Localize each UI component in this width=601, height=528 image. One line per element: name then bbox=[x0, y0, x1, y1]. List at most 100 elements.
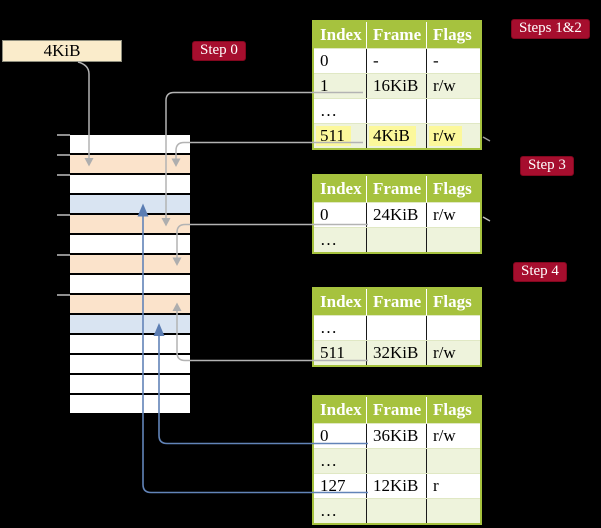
column-header-index: Index bbox=[320, 25, 362, 44]
tick-mark bbox=[57, 214, 70, 216]
highlighted-value: 511 bbox=[316, 126, 351, 146]
memory-frame-row-9 bbox=[70, 315, 190, 333]
column-header-flags: Flags bbox=[426, 22, 480, 48]
memory-frame-row-1 bbox=[70, 155, 190, 173]
table-row: 511 4KiB r/w bbox=[314, 123, 480, 148]
highlighted-value: r/w bbox=[429, 126, 462, 146]
stub-table1-entry511 bbox=[482, 136, 491, 142]
frame-size-label: 4KiB bbox=[43, 41, 81, 60]
memory-frame-row-6 bbox=[70, 255, 190, 273]
tick-mark bbox=[57, 174, 70, 176]
table-cell: 36KiB bbox=[366, 424, 426, 448]
badge-step-4: Step 4 bbox=[513, 262, 567, 282]
table-cell: r/w bbox=[426, 341, 480, 365]
tick-mark bbox=[57, 294, 70, 296]
table-cell: 127 bbox=[320, 476, 346, 495]
tick-mark bbox=[57, 134, 70, 136]
table-cell: 24KiB bbox=[366, 203, 426, 227]
badge-step-0: Step 0 bbox=[192, 41, 246, 61]
memory-frame-row-4 bbox=[70, 215, 190, 233]
table-cell: r/w bbox=[426, 74, 480, 98]
column-header-frame: Frame bbox=[366, 176, 426, 202]
badge-step-3: Step 3 bbox=[520, 156, 574, 176]
table-cell: 0 bbox=[320, 205, 329, 224]
column-header-flags: Flags bbox=[426, 397, 480, 423]
table-row: 0-- bbox=[314, 48, 480, 73]
table-row: … bbox=[314, 98, 480, 123]
column-header-index: Index bbox=[320, 292, 362, 311]
table-row: … bbox=[314, 448, 480, 473]
physical-memory-stack bbox=[70, 135, 190, 413]
memory-frame-row-10 bbox=[70, 335, 190, 353]
table-cell: 4KiB bbox=[366, 124, 426, 148]
table-cell: 511 bbox=[320, 343, 345, 362]
column-header-frame: Frame bbox=[366, 289, 426, 315]
table-cell bbox=[426, 99, 480, 123]
table-cell bbox=[366, 449, 426, 473]
memory-frame-row-13 bbox=[70, 395, 190, 413]
table-cell bbox=[426, 316, 480, 340]
table-cell: - bbox=[426, 49, 480, 73]
table-cell: 1 bbox=[320, 76, 329, 95]
memory-frame-row-8 bbox=[70, 295, 190, 313]
badge-steps-1-2: Steps 1&2 bbox=[511, 19, 590, 39]
table-cell bbox=[366, 99, 426, 123]
table-cell: r/w bbox=[426, 124, 480, 148]
table-row: … bbox=[314, 498, 480, 523]
table-cell bbox=[366, 316, 426, 340]
column-header-frame: Frame bbox=[366, 397, 426, 423]
column-header-flags: Flags bbox=[426, 176, 480, 202]
column-header-frame: Frame bbox=[366, 22, 426, 48]
column-header-index: Index bbox=[320, 400, 362, 419]
table-cell: 12KiB bbox=[366, 474, 426, 498]
table-cell bbox=[426, 449, 480, 473]
memory-frame-row-7 bbox=[70, 275, 190, 293]
table-cell: … bbox=[320, 451, 337, 470]
table-cell: … bbox=[320, 101, 337, 120]
table-cell bbox=[426, 228, 480, 252]
table-cell: … bbox=[320, 318, 337, 337]
table-cell: r bbox=[426, 474, 480, 498]
memory-frame-row-12 bbox=[70, 375, 190, 393]
table-cell bbox=[366, 499, 426, 523]
memory-frame-row-11 bbox=[70, 355, 190, 373]
tick-mark bbox=[57, 154, 70, 156]
table-row: … bbox=[314, 227, 480, 252]
table-cell bbox=[366, 228, 426, 252]
memory-frame-row-0 bbox=[70, 135, 190, 153]
table-cell: 16KiB bbox=[366, 74, 426, 98]
table-row: … bbox=[314, 315, 480, 340]
table-cell: … bbox=[320, 501, 337, 520]
table-cell bbox=[426, 499, 480, 523]
table-cell: 0 bbox=[320, 426, 329, 445]
highlighted-value: 4KiB bbox=[369, 126, 416, 146]
frame-size-label-box: 4KiB bbox=[2, 40, 122, 62]
memory-frame-row-3 bbox=[70, 195, 190, 213]
column-header-index: Index bbox=[320, 179, 362, 198]
memory-frame-row-2 bbox=[70, 175, 190, 193]
table-cell: 32KiB bbox=[366, 341, 426, 365]
table-cell: 0 bbox=[320, 51, 329, 70]
stub-table2-entry0 bbox=[482, 216, 491, 222]
memory-frame-row-5 bbox=[70, 235, 190, 253]
table-cell: r/w bbox=[426, 203, 480, 227]
tick-mark bbox=[57, 254, 70, 256]
column-header-flags: Flags bbox=[426, 289, 480, 315]
table-cell: r/w bbox=[426, 424, 480, 448]
table-cell: 511 bbox=[314, 124, 366, 148]
table-cell: … bbox=[320, 230, 337, 249]
